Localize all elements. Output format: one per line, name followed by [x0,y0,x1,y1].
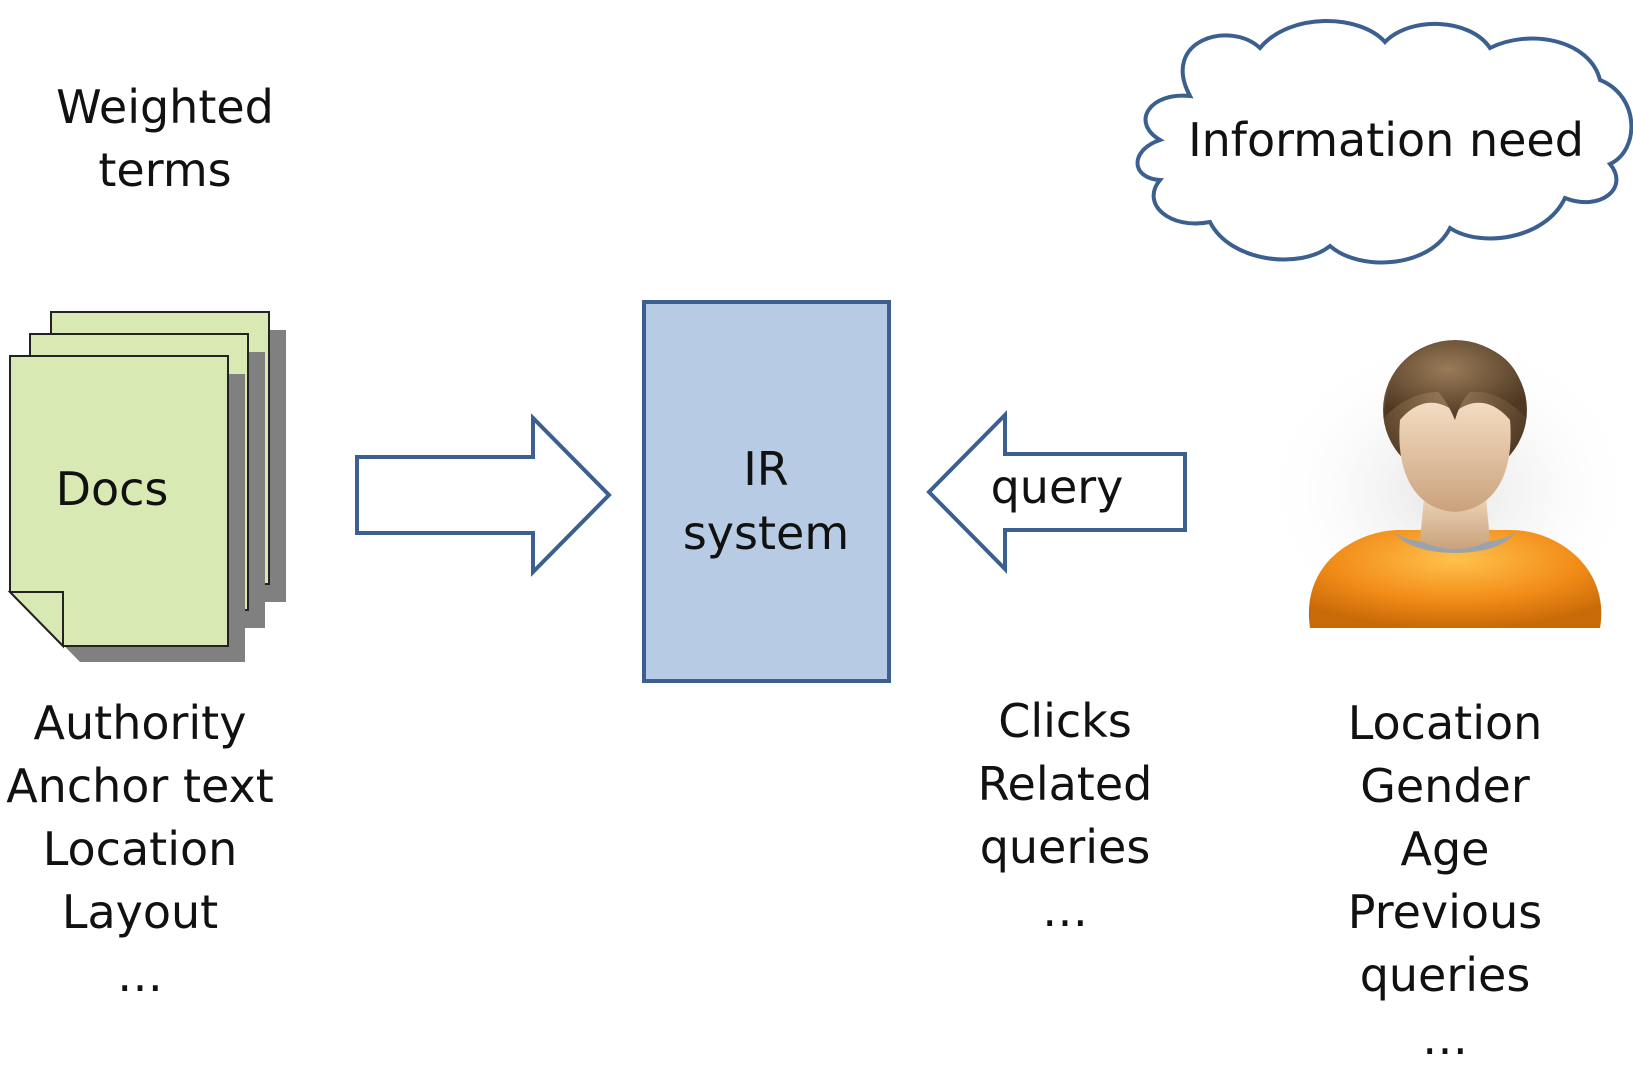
docs-label: Docs [56,462,169,516]
docs-feature-item: Anchor text [6,759,274,813]
user-feature-item: Previous [1347,885,1543,939]
ir-system-label-line2: system [683,506,849,560]
information-need-label: Information need [1188,113,1584,167]
docs-feature-item: Location [42,822,238,876]
ir-system-label-line1: IR [743,442,789,496]
user-feature-item: queries [1359,948,1531,1002]
user-feature-item: Age [1400,822,1490,876]
ir-system-box [642,300,891,683]
user-feature-item: Location [1347,696,1543,750]
user-feature-item: … [1422,1011,1468,1065]
docs-feature-list: Authority Anchor text Location Layout … [0,692,280,1007]
behavior-feature-list: Clicks Related queries … [945,690,1185,942]
docs-to-ir-arrow [355,413,612,577]
user-feature-item: Gender [1360,759,1530,813]
user-avatar-icon [1260,330,1633,650]
user-feature-list: Location Gender Age Previous queries … [1315,692,1575,1070]
information-need-cloud [1135,19,1633,265]
docs-feature-item: Authority [33,696,247,750]
weighted-terms-line: Weighted [56,80,274,134]
query-arrow [926,410,1187,574]
behavior-feature-item: queries [979,820,1151,874]
weighted-terms-label: Weighted terms [40,76,290,202]
behavior-feature-item: Clicks [998,694,1132,748]
docs-feature-item: Layout [61,885,219,939]
docs-stack-icon [7,311,286,662]
behavior-feature-item: Related [977,757,1153,811]
query-arrow-label: query [991,460,1124,514]
behavior-feature-item: … [1042,883,1088,937]
weighted-terms-line: terms [98,143,232,197]
docs-feature-item: … [117,948,163,1002]
